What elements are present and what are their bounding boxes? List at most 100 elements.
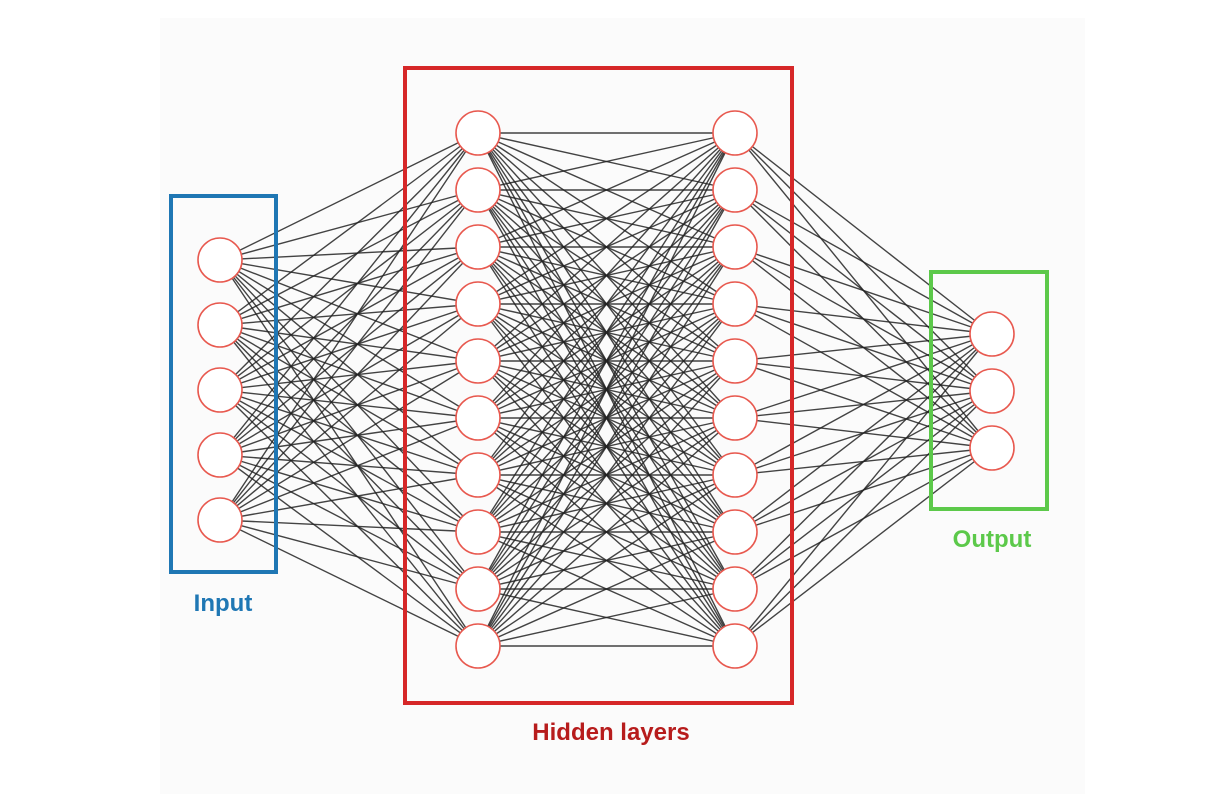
edge-input-3-to-hidden-1-0 <box>219 132 479 456</box>
edge-input-1-to-hidden-1-7 <box>219 324 479 533</box>
edge-hidden-2-6-to-output-0 <box>734 333 993 476</box>
neuron-hidden-2-9 <box>712 566 758 612</box>
edge-hidden-1-1-to-hidden-2-0 <box>477 132 736 191</box>
edge-input-1-to-hidden-1-0 <box>219 132 479 326</box>
neuron-hidden-1-5 <box>455 338 501 384</box>
neuron-hidden-1-7 <box>455 452 501 498</box>
neuron-hidden-2-6 <box>712 395 758 441</box>
edge-input-1-to-hidden-1-9 <box>219 324 479 647</box>
edge-hidden-1-3-to-hidden-2-0 <box>477 132 736 305</box>
edge-input-0-to-hidden-1-3 <box>219 259 479 305</box>
neuron-hidden-1-1 <box>455 110 501 156</box>
neuron-hidden-1-6 <box>455 395 501 441</box>
neuron-hidden-1-8 <box>455 509 501 555</box>
edge-hidden-2-8-to-output-0 <box>734 333 993 590</box>
edge-hidden-1-9-to-hidden-2-6 <box>477 474 736 647</box>
neuron-hidden-1-4 <box>455 281 501 327</box>
edge-input-4-to-hidden-1-3 <box>219 303 479 521</box>
connection-edges <box>219 132 993 647</box>
edge-input-0-to-hidden-1-9 <box>219 259 479 647</box>
neuron-input-4 <box>197 432 243 478</box>
neuron-hidden-1-9 <box>455 566 501 612</box>
edge-input-0-to-hidden-1-2 <box>219 246 479 261</box>
neuron-hidden-2-2 <box>712 167 758 213</box>
edge-hidden-2-5-to-output-0 <box>734 333 993 419</box>
neuron-hidden-2-8 <box>712 509 758 555</box>
edge-input-3-to-hidden-1-7 <box>219 454 479 533</box>
neuron-output-1 <box>969 311 1015 357</box>
edge-hidden-1-6-to-hidden-2-0 <box>477 132 736 476</box>
edge-input-4-to-hidden-1-1 <box>219 189 479 521</box>
neuron-hidden-2-10 <box>712 623 758 669</box>
edge-input-4-to-hidden-1-5 <box>219 417 479 521</box>
edge-input-0-to-hidden-1-4 <box>219 259 479 362</box>
edge-input-2-to-hidden-1-1 <box>219 189 479 391</box>
edge-hidden-1-5-to-hidden-2-0 <box>477 132 736 419</box>
edge-input-0-to-hidden-1-8 <box>219 259 479 590</box>
edge-hidden-2-3-to-output-0 <box>734 303 993 335</box>
edge-input-1-to-hidden-1-3 <box>219 303 479 326</box>
edge-input-0-to-hidden-1-1 <box>219 189 479 261</box>
edge-input-2-to-hidden-1-9 <box>219 389 479 647</box>
edge-hidden-2-9-to-output-1 <box>734 390 993 647</box>
edge-input-3-to-hidden-1-6 <box>219 454 479 476</box>
edge-hidden-1-9-to-hidden-2-2 <box>477 246 736 647</box>
hidden-layers-box <box>403 66 794 705</box>
edge-input-3-to-hidden-1-2 <box>219 246 479 456</box>
edge-input-4-to-hidden-1-0 <box>219 132 479 521</box>
edge-input-0-to-hidden-1-7 <box>219 259 479 533</box>
edge-hidden-1-7-to-hidden-2-0 <box>477 132 736 533</box>
hidden-layers-label: Hidden layers <box>532 719 689 746</box>
edge-hidden-2-0-to-output-0 <box>734 132 993 335</box>
edge-input-1-to-hidden-1-2 <box>219 246 479 326</box>
input-layer-box <box>169 194 278 574</box>
edge-input-3-to-hidden-1-3 <box>219 303 479 456</box>
edge-input-2-to-hidden-1-4 <box>219 360 479 391</box>
edge-input-0-to-hidden-1-0 <box>219 132 479 261</box>
edge-input-1-to-hidden-1-8 <box>219 324 479 590</box>
edge-hidden-1-9-to-hidden-2-3 <box>477 303 736 647</box>
edge-hidden-2-1-to-output-0 <box>734 189 993 335</box>
edge-input-4-to-hidden-1-9 <box>219 519 479 647</box>
neuron-input-3 <box>197 367 243 413</box>
edge-input-1-to-hidden-1-6 <box>219 324 479 476</box>
neuron-hidden-1-10 <box>455 623 501 669</box>
edge-input-4-to-hidden-1-6 <box>219 474 479 521</box>
edge-input-3-to-hidden-1-8 <box>219 454 479 590</box>
neuron-hidden-2-1 <box>712 110 758 156</box>
neuron-input-2 <box>197 302 243 348</box>
output-label: Output <box>953 526 1032 553</box>
input-label: Input <box>194 590 253 617</box>
neuron-hidden-1-3 <box>455 224 501 270</box>
neuron-output-3 <box>969 425 1015 471</box>
neuron-hidden-2-4 <box>712 281 758 327</box>
neuron-hidden-1-2 <box>455 167 501 213</box>
neuron-hidden-2-3 <box>712 224 758 270</box>
output-layer-box <box>929 270 1049 511</box>
edge-input-0-to-hidden-1-6 <box>219 259 479 476</box>
edge-input-0-to-hidden-1-5 <box>219 259 479 419</box>
edge-input-2-to-hidden-1-0 <box>219 132 479 391</box>
edge-input-2-to-hidden-1-5 <box>219 389 479 419</box>
edge-hidden-2-4-to-output-0 <box>734 333 993 362</box>
edge-hidden-2-7-to-output-0 <box>734 333 993 533</box>
edge-input-2-to-hidden-1-7 <box>219 389 479 533</box>
edge-input-4-to-hidden-1-7 <box>219 519 479 533</box>
edge-input-1-to-hidden-1-5 <box>219 324 479 419</box>
edge-hidden-1-9-to-hidden-2-8 <box>477 588 736 647</box>
neurons <box>197 110 1015 669</box>
edge-input-3-to-hidden-1-4 <box>219 360 479 456</box>
edge-input-4-to-hidden-1-8 <box>219 519 479 590</box>
edge-input-3-to-hidden-1-5 <box>219 417 479 456</box>
neuron-input-5 <box>197 497 243 543</box>
neuron-hidden-2-7 <box>712 452 758 498</box>
edge-input-3-to-hidden-1-1 <box>219 189 479 456</box>
edge-input-2-to-hidden-1-8 <box>219 389 479 590</box>
edge-hidden-1-9-to-hidden-2-7 <box>477 531 736 647</box>
neuron-output-2 <box>969 368 1015 414</box>
neuron-input-1 <box>197 237 243 283</box>
edge-hidden-2-9-to-output-2 <box>734 447 993 647</box>
edge-hidden-1-4-to-hidden-2-0 <box>477 132 736 362</box>
edge-hidden-1-8-to-hidden-2-0 <box>477 132 736 590</box>
